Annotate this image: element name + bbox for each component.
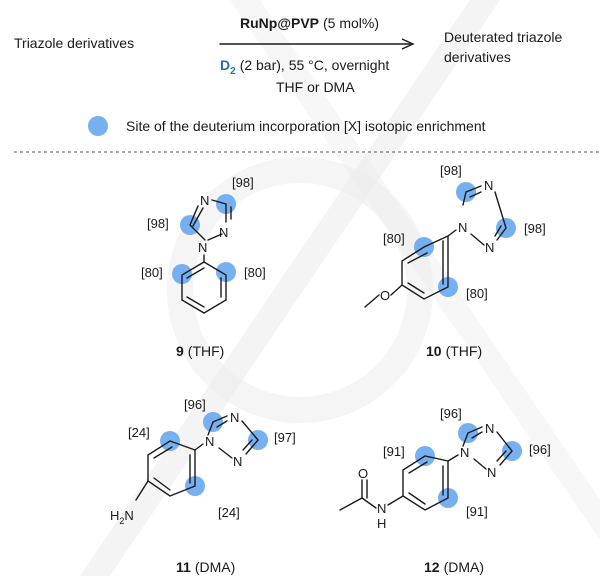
product-label-line2: derivatives	[444, 49, 511, 65]
catalyst-loading: (5 mol%)	[323, 15, 379, 31]
label-10-ortho-bottom: [80]	[466, 286, 488, 301]
atom-o-12: O	[358, 466, 368, 481]
label-9-c5: [98]	[147, 216, 169, 231]
reaction-arrow	[219, 38, 415, 50]
label-10-c5: [98]	[440, 163, 462, 178]
atom-n2-9: N	[219, 225, 228, 240]
compound-11: N N N H2N [96] [97] [24] [24] 11(DMA)	[110, 397, 296, 575]
product-label-line1: Deuterated triazole	[444, 29, 563, 45]
compound-10: N N N O [98] [98] [80] [80] 10(THF)	[364, 163, 546, 359]
legend-dot-icon	[88, 116, 108, 136]
compound-9-caption: 9(THF)	[176, 343, 224, 359]
d2-label: D	[220, 57, 230, 73]
compound-9: N N N [98] [98] [80] [80] 9(THF)	[141, 175, 266, 359]
atom-n1-12: N	[460, 445, 469, 460]
conditions-line-2: D2 (2 bar), 55 °C, overnight	[220, 57, 389, 77]
atom-n2-11: N	[233, 454, 242, 469]
atom-nh2-11: H2N	[110, 508, 134, 526]
conditions-line-1: RuNp@PVP(5 mol%)	[240, 15, 379, 31]
label-11-c5: [96]	[184, 397, 206, 412]
legend-text: Site of the deuterium incorporation [X] …	[126, 118, 486, 134]
site-dot-9-ortho-right	[216, 262, 236, 282]
compound-12-caption: 12(DMA)	[424, 559, 484, 575]
label-11-ortho-top: [24]	[128, 425, 150, 440]
label-9-c3: [98]	[232, 175, 254, 190]
label-11-ortho-bottom: [24]	[218, 505, 240, 520]
label-12-ortho-bottom: [91]	[466, 504, 488, 519]
label-9-ortho-right: [80]	[244, 265, 266, 280]
atom-n4-10: N	[484, 178, 493, 193]
solvent-label: THF or DMA	[276, 79, 355, 95]
label-12-c3: [96]	[529, 442, 551, 457]
atom-n4-9: N	[200, 193, 209, 208]
atom-n-amide-12: N	[377, 501, 386, 516]
compound-10-caption: 10(THF)	[426, 343, 482, 359]
compound-11-caption: 11(DMA)	[176, 559, 235, 575]
site-dot-9-ortho-left	[172, 264, 192, 284]
d2-conditions: (2 bar), 55 °C, overnight	[240, 57, 390, 73]
reactant-label: Triazole derivatives	[14, 35, 134, 51]
label-12-c5: [96]	[440, 406, 462, 421]
label-10-ortho-top: [80]	[383, 231, 405, 246]
label-12-ortho-top: [91]	[383, 444, 405, 459]
d2-subscript: 2	[230, 66, 236, 77]
atom-n4-12: N	[485, 421, 494, 436]
catalyst-label: RuNp@PVP	[240, 15, 319, 31]
atom-n1-9: N	[198, 240, 207, 255]
atom-n2-10: N	[485, 240, 494, 255]
label-11-c3: [97]	[274, 430, 296, 445]
atom-n2-12: N	[487, 465, 496, 480]
label-10-c3: [98]	[524, 221, 546, 236]
atom-n1-10: N	[458, 220, 467, 235]
atom-h-amide-12: H	[377, 516, 386, 531]
atom-o-10: O	[380, 288, 390, 303]
label-9-ortho-left: [80]	[141, 265, 163, 280]
atom-n4-11: N	[230, 410, 239, 425]
compound-12: N N N O N H [96] [96] [91] [91] 12(DMA)	[339, 406, 551, 575]
atom-n1-11: N	[205, 434, 214, 449]
